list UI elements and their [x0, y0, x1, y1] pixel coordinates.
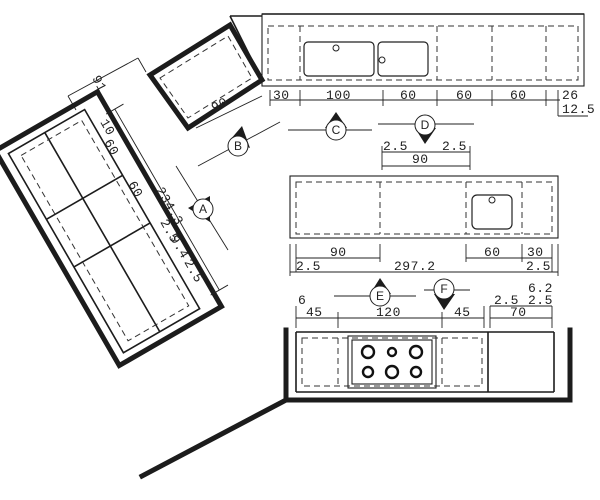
dim-bottom-6-2: 6.2 — [528, 281, 553, 296]
dim-corner-91: 91 — [88, 73, 109, 95]
dim-top-12-5: 12.5 — [562, 102, 595, 117]
bottom-run-dimensions: 6 45 120 45 2.5 2.5 6.2 70 — [295, 281, 553, 328]
dim-top-30: 30 — [273, 88, 290, 103]
section-marker-f — [433, 278, 455, 300]
svg-text:A: A — [199, 202, 207, 216]
double-sink-left-bowl — [303, 41, 375, 77]
burner-icon — [384, 364, 400, 380]
dim-island-top-2-5a: 2.5 — [383, 139, 408, 154]
dim-island-2-5-left: 2.5 — [296, 259, 321, 274]
svg-text:C: C — [332, 123, 341, 137]
svg-text:B: B — [234, 139, 242, 153]
burner-icon — [360, 344, 376, 360]
dim-top-60b: 60 — [456, 88, 473, 103]
dim-bottom-45b: 45 — [454, 305, 471, 320]
svg-text:D: D — [421, 118, 430, 132]
dim-left-10: 10 — [97, 117, 118, 139]
bottom-diagonal-wall — [138, 396, 290, 480]
sink-drain-icon — [332, 44, 340, 52]
dim-bottom-2-5b: 2.5 — [528, 293, 553, 308]
corner-unit — [146, 15, 266, 132]
cooktop — [347, 335, 437, 389]
dim-top-100: 100 — [326, 88, 351, 103]
burner-icon — [361, 365, 375, 379]
island-top-dimensions: 2.5 90 2.5 — [381, 139, 471, 170]
dim-top-60c: 60 — [510, 88, 527, 103]
dim-island-90: 90 — [330, 245, 347, 260]
faucet-icon — [378, 56, 386, 64]
left-run-body — [0, 88, 225, 369]
section-marker-b — [227, 135, 249, 157]
bottom-run-wall — [283, 327, 573, 403]
section-markers: A B C D E F — [175, 112, 474, 310]
section-marker-e — [369, 285, 391, 307]
dim-top-60a: 60 — [400, 88, 417, 103]
svg-text:F: F — [440, 282, 447, 296]
island-sink — [471, 194, 513, 230]
burner-icon — [409, 365, 423, 379]
dim-bottom-2-5a: 2.5 — [494, 293, 519, 308]
dim-left-60a: 60 — [101, 137, 122, 159]
left-counter-run: 10 60 60 234.3 2.5 9.4 2.5 — [0, 88, 229, 369]
section-marker-c — [325, 119, 347, 141]
dim-bottom-120: 120 — [376, 305, 401, 320]
dim-bottom-6: 6 — [298, 293, 306, 308]
dim-bottom-45a: 45 — [306, 305, 323, 320]
svg-text:E: E — [376, 289, 384, 303]
island — [289, 175, 559, 239]
dim-island-2-5-right: 2.5 — [526, 259, 551, 274]
corner-unit-body — [146, 21, 266, 132]
burner-icon — [386, 346, 398, 358]
island-outline — [289, 175, 559, 239]
dim-island-top-90: 90 — [412, 152, 429, 167]
dim-left-60b: 60 — [125, 179, 146, 201]
dim-bottom-70: 70 — [510, 305, 527, 320]
burner-icon — [408, 344, 424, 360]
corner-dimensions: 91 90 — [67, 57, 263, 129]
island-drain-icon — [488, 196, 496, 204]
dim-top-26: 26 — [562, 88, 579, 103]
dim-island-top-2-5b: 2.5 — [442, 139, 467, 154]
top-run-dimensions: 30 100 60 60 60 26 12.5 — [269, 88, 595, 117]
bottom-counter-run — [138, 327, 573, 480]
island-bottom-dimensions: 90 60 30 2.5 297.2 2.5 — [289, 244, 559, 276]
dim-island-total: 297.2 — [394, 259, 436, 274]
section-marker-d — [414, 114, 436, 136]
dim-island-30: 30 — [527, 245, 544, 260]
top-counter-run — [261, 13, 585, 87]
dim-island-60: 60 — [484, 245, 501, 260]
dim-corner-90: 90 — [209, 94, 231, 115]
double-sink-right-bowl — [377, 41, 429, 77]
section-marker-a — [192, 198, 214, 220]
